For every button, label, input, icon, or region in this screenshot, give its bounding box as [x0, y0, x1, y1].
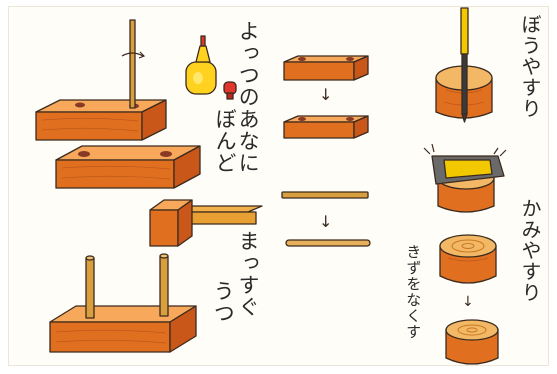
board-piece-top [283, 55, 369, 81]
log-smooth [445, 319, 499, 365]
board-with-holes [55, 145, 201, 189]
arrow-down-1: ↓ [319, 85, 332, 104]
log-with-sandpaper [423, 143, 507, 213]
board-piece-bottom [283, 115, 369, 139]
log-rough [439, 234, 497, 284]
caption-file-stick: ぼうやすり [518, 14, 542, 119]
caption-hammer-line1: まっすぐ [236, 230, 261, 318]
dowel-stick-top [281, 191, 369, 199]
caption-hammer-line2: うつ [211, 280, 236, 324]
log-with-file [435, 7, 493, 123]
file-rod [461, 53, 468, 115]
dowel-stick-bottom [285, 239, 371, 247]
board-with-drill [35, 19, 167, 141]
arrow-down-2: ↓ [319, 212, 332, 231]
arrow-down-3: ↓ [462, 294, 474, 310]
board-with-dowels [49, 253, 197, 353]
caption-drill-holes-line2: ぼんど [213, 108, 238, 174]
file-handle [460, 7, 469, 55]
glue-cap [223, 81, 237, 100]
caption-drill-holes-line1: よっつのあなに [236, 20, 261, 174]
drill-bit [129, 19, 136, 109]
hammer [149, 199, 263, 247]
caption-sandpaper: かみやすり [518, 198, 542, 303]
rotation-arrow [121, 52, 144, 57]
caption-remove-scratches: きずをなくす [404, 244, 423, 340]
glue-bottle [185, 35, 217, 95]
